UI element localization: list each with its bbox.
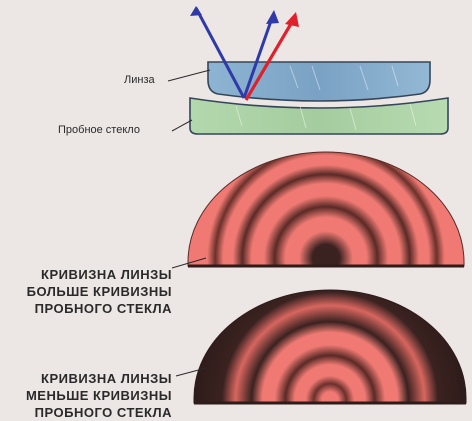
panel1-caption-line2: БОЛЬШЕ КРИВИЗНЫ	[0, 283, 172, 300]
test-glass-label: Пробное стекло	[58, 124, 140, 136]
panel2-caption-line2: МЕНЬШЕ КРИВИЗНЫ	[0, 387, 172, 404]
panel2-caption-line1: КРИВИЗНА ЛИНЗЫ	[0, 370, 172, 387]
panel1-caption-line3: ПРОБНОГО СТЕКЛА	[0, 300, 172, 317]
test-glass-shape	[190, 98, 448, 134]
test-glass-leader-line	[172, 120, 192, 131]
fringe-pattern-2	[194, 290, 466, 403]
lens-label: Линза	[124, 74, 155, 86]
panel2-caption-line3: ПРОБНОГО СТЕКЛА	[0, 404, 172, 421]
lens-leader-line	[168, 70, 210, 81]
panel1-caption-line1: КРИВИЗНА ЛИНЗЫ	[0, 266, 172, 283]
fringe-pattern-1	[188, 152, 464, 266]
panel1-caption: КРИВИЗНА ЛИНЗЫ БОЛЬШЕ КРИВИЗНЫ ПРОБНОГО …	[0, 266, 172, 317]
panel2-caption: КРИВИЗНА ЛИНЗЫ МЕНЬШЕ КРИВИЗНЫ ПРОБНОГО …	[0, 370, 172, 421]
